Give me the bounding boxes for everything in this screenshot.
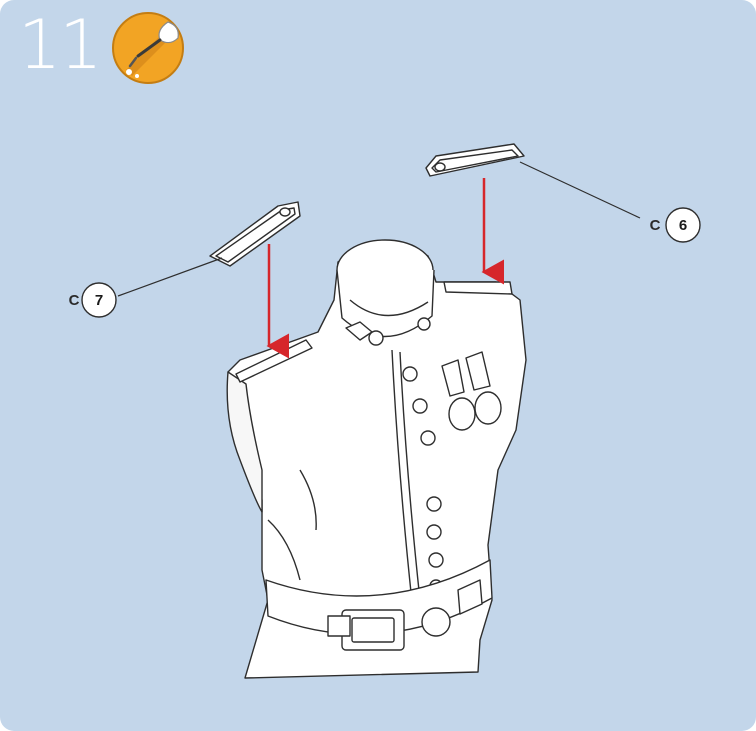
callout-c7: C 7 <box>69 283 116 317</box>
part-c7-shoulder-strap <box>210 202 300 266</box>
callout-c6-prefix: C <box>650 217 661 234</box>
callout-c7-prefix: C <box>69 292 80 309</box>
leader-line-c7 <box>118 258 222 296</box>
callout-c6: C 6 <box>650 208 700 242</box>
glue-brush-icon <box>113 13 183 83</box>
leader-line-c6 <box>520 162 640 218</box>
callout-c6-number: 6 <box>679 217 687 234</box>
tunic-torso <box>227 240 526 678</box>
part-c6-shoulder-strap <box>426 144 524 176</box>
callout-c7-number: 7 <box>95 292 103 309</box>
